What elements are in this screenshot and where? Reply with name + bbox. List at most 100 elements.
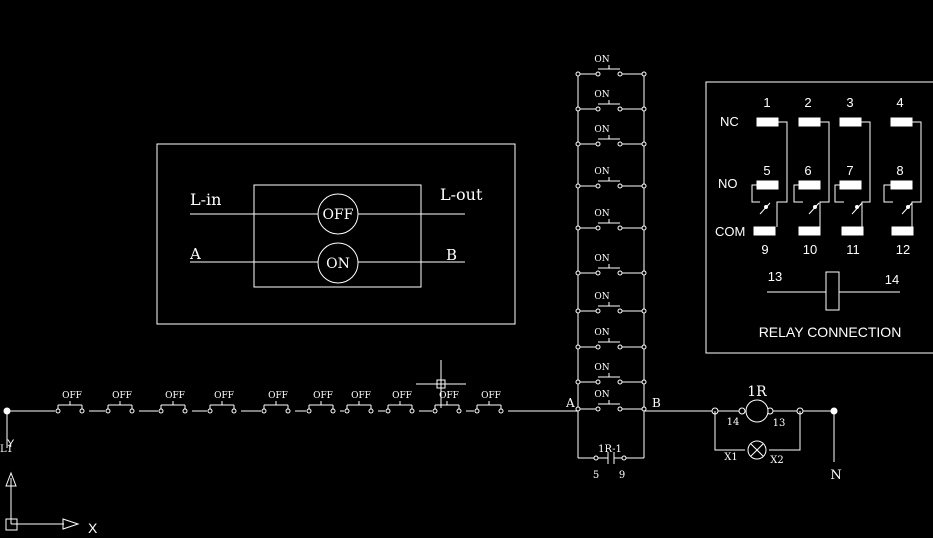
com-pin-11: 11 [846, 242, 860, 257]
relay-com-label: COM [715, 224, 745, 239]
on-button-label-8: ON [594, 328, 609, 338]
nc-pin-2: 2 [804, 95, 811, 110]
on-button-label: ON [326, 256, 350, 272]
holding-contact-label: 1R-1 [598, 444, 622, 455]
terminal-3 [839, 117, 862, 127]
off-pushbutton-9[interactable]: OFF [432, 391, 466, 417]
on-pushbutton-3[interactable]: ON [575, 125, 647, 147]
com-pin-12: 12 [896, 242, 910, 257]
nc-pin-1: 1 [763, 95, 770, 110]
nc-pin-3: 3 [846, 95, 853, 110]
terminal-9 [753, 226, 776, 236]
terminal-2 [798, 117, 821, 127]
relay-coil-branch: 1R 14 13 X1 X2 N [644, 384, 842, 483]
on-pushbutton-5[interactable]: ON [575, 209, 647, 231]
on-pushbutton-2[interactable]: ON [575, 90, 647, 112]
coil-1r-symbol [745, 399, 769, 423]
holding-pin-5: 5 [593, 470, 599, 481]
off-button-label-9: OFF [439, 391, 459, 401]
off-pushbutton-7[interactable]: OFF [344, 391, 378, 417]
holding-pin-9: 9 [619, 470, 625, 481]
node-b-label: B [652, 396, 661, 410]
on-pushbutton-ladder: ON ON ON ON ON ON ON ON ON ON A B 1R-1 5 9 [565, 55, 661, 481]
on-pushbutton-4[interactable]: ON [575, 167, 647, 189]
on-button-label-1: ON [594, 55, 609, 65]
off-pushbutton-series: OFF OFF OFF OFF OFF OFF OFF OFF OFF OFF [55, 391, 508, 417]
off-button-label-2: OFF [112, 391, 132, 401]
no-pin-6: 6 [804, 163, 811, 178]
node-a-label: A [565, 396, 575, 410]
switch-panel: OFF ON L-in L-out A B [156, 143, 516, 325]
terminal-6 [798, 180, 821, 190]
off-button-label-4: OFF [214, 391, 234, 401]
panel-outer-frame [156, 143, 516, 325]
l1-label: L1 [0, 444, 13, 455]
on-pushbutton-6[interactable]: ON [575, 254, 647, 276]
off-button-label: OFF [323, 207, 354, 223]
coil-pin-13-label: 13 [773, 418, 786, 429]
com-pin-9: 9 [761, 242, 768, 257]
panel-b-label: B [446, 246, 457, 264]
panel-inner-frame [253, 184, 422, 288]
on-button-label-5: ON [594, 209, 609, 219]
off-pushbutton-2[interactable]: OFF [105, 391, 139, 417]
on-button-circle[interactable] [317, 242, 359, 284]
on-pushbutton-9[interactable]: ON [575, 363, 647, 385]
off-button-label-1: OFF [62, 391, 82, 401]
com-pin-10: 10 [803, 242, 817, 257]
lamp-x2-label: X2 [770, 455, 783, 466]
coil-pin-14-label: 14 [727, 417, 740, 428]
off-pushbutton-10[interactable]: OFF [474, 391, 508, 417]
l-in-label: L-in [190, 190, 221, 209]
coil-1r-label: 1R [747, 384, 767, 400]
off-pushbutton-4[interactable]: OFF [207, 391, 241, 417]
relay-frame [705, 81, 933, 354]
on-pushbutton-1[interactable]: ON [575, 55, 647, 77]
neutral-label: N [830, 468, 841, 483]
off-button-label-10: OFF [481, 391, 501, 401]
off-button-label-6: OFF [313, 391, 333, 401]
on-button-label-9: ON [594, 363, 609, 373]
relay-no-label: NO [718, 176, 738, 191]
relay-caption: RELAY CONNECTION [759, 324, 902, 340]
coil-pin-13: 13 [768, 269, 782, 284]
on-button-label-6: ON [594, 254, 609, 264]
off-button-label-7: OFF [351, 391, 371, 401]
on-pushbutton-7[interactable]: ON [575, 292, 647, 314]
off-button-label-5: OFF [268, 391, 288, 401]
relay-contact-wiring [751, 121, 922, 227]
off-pushbutton-8[interactable]: OFF [385, 391, 419, 417]
off-pushbutton-5[interactable]: OFF [261, 391, 295, 417]
terminal-12 [891, 226, 914, 236]
terminal-10 [798, 226, 821, 236]
terminal-11 [841, 226, 864, 236]
terminal-4 [890, 117, 913, 127]
relay-coil [825, 271, 840, 311]
on-pushbutton-8[interactable]: ON [575, 328, 647, 350]
ucs-x-label: X [88, 520, 98, 536]
l-out-label: L-out [440, 185, 483, 204]
off-button-circle[interactable] [317, 193, 359, 235]
on-button-label-10: ON [594, 390, 609, 400]
panel-a-label: A [189, 245, 201, 263]
crosshair-cursor-icon [416, 360, 466, 408]
off-button-label-3: OFF [165, 391, 185, 401]
no-pin-7: 7 [846, 163, 853, 178]
nc-pin-4: 4 [896, 95, 903, 110]
on-pushbutton-10[interactable]: ON [575, 390, 647, 412]
off-pushbutton-1[interactable]: OFF [55, 391, 89, 417]
no-pin-5: 5 [763, 163, 770, 178]
lamp-x1-label: X1 [724, 452, 737, 463]
on-button-label-2: ON [594, 90, 609, 100]
on-button-label-4: ON [594, 167, 609, 177]
off-pushbutton-3[interactable]: OFF [158, 391, 192, 417]
off-pushbutton-6[interactable]: OFF [306, 391, 340, 417]
terminal-7 [839, 180, 862, 190]
relay-connection-box: NC NO COM 1 2 3 4 5 6 7 8 9 10 11 12 [705, 81, 933, 354]
on-button-label-3: ON [594, 125, 609, 135]
no-pin-8: 8 [896, 163, 903, 178]
off-button-label-8: OFF [392, 391, 412, 401]
terminal-5 [756, 180, 779, 190]
